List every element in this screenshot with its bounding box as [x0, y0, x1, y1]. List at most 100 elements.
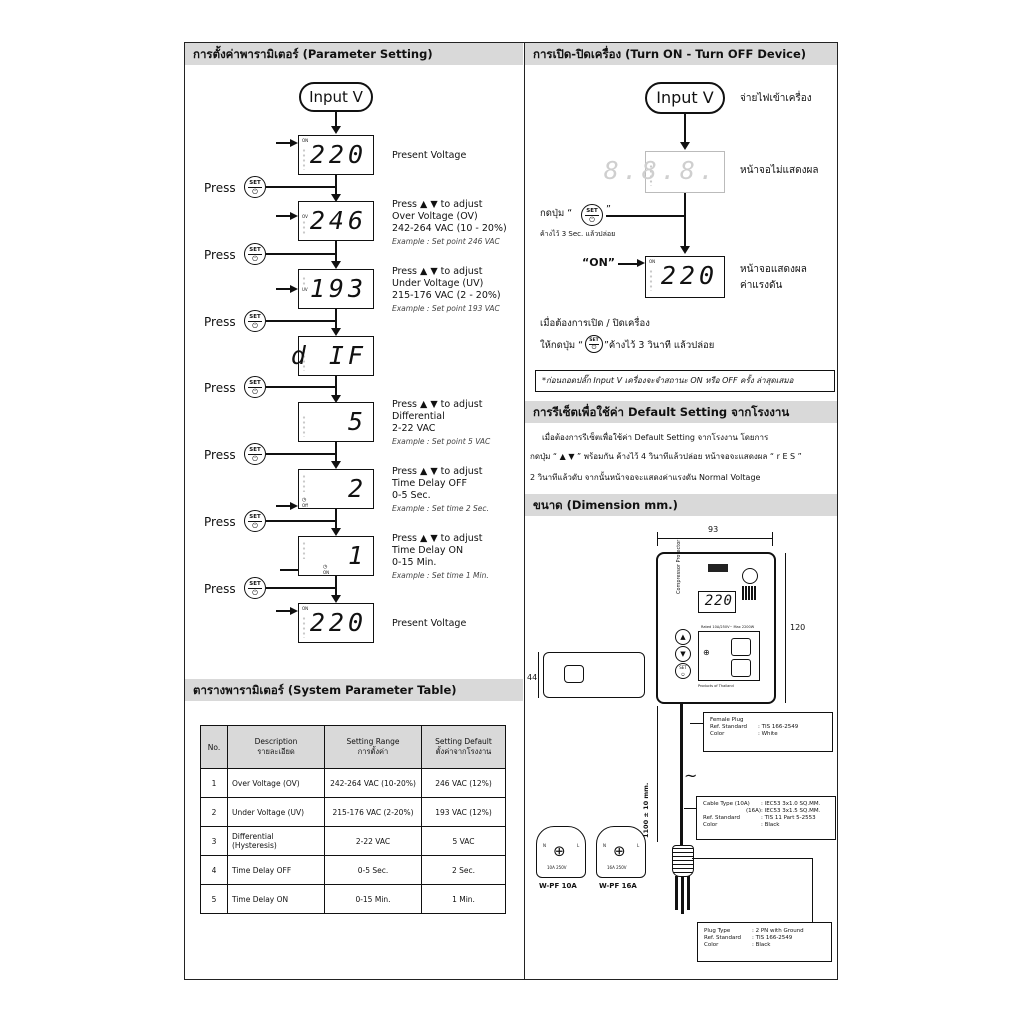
show-text-2: ค่าแรงดัน	[740, 280, 783, 291]
onoff-input-v-label: Input V	[645, 82, 725, 114]
pointer-line	[276, 610, 290, 612]
device-side-view	[543, 652, 645, 698]
table-header: No.	[200, 725, 228, 769]
device-body: Compressor Protector 220 ▲ ▼ SET⏻ Rated …	[656, 540, 776, 704]
indicator-dots	[302, 415, 306, 437]
indicator-dots	[649, 164, 653, 186]
indicator-dots	[302, 541, 306, 559]
off-tag: Off	[302, 503, 308, 508]
up-button-icon: ▲	[675, 629, 691, 645]
indicator-dots	[302, 220, 306, 236]
uv-tag: UV	[302, 287, 308, 292]
product-of: Products of Thailand	[698, 684, 734, 688]
press-label: Press	[204, 315, 236, 329]
certification-logo	[742, 568, 758, 584]
pointer-line	[618, 263, 638, 265]
display-step-7: ◷ ON 1	[298, 536, 374, 576]
device-name-vertical: Compressor Protector	[676, 539, 682, 594]
flow-arrow	[331, 461, 341, 469]
display-value: 220	[309, 608, 367, 637]
step-5-example: Example : Set point 5 VAC	[392, 437, 491, 446]
show-text-1: หน้าจอแสดงผล	[740, 264, 807, 275]
plug-callout: Plug Type: 2 PN with Ground Ref. Standar…	[697, 922, 832, 962]
when-text: เมื่อต้องการเปิด / ปิดเครื่อง	[540, 318, 650, 329]
callout-line	[684, 808, 696, 809]
display-value: 246	[309, 206, 367, 235]
flow-arrow	[331, 595, 341, 603]
cable-break-symbol: ~	[684, 766, 698, 785]
set-button-icon: SET⏻	[244, 176, 266, 198]
supply-text: จ่ายไฟเข้าเครื่อง	[740, 93, 812, 104]
step-2-line1: Press ▲ ▼ to adjust	[392, 199, 483, 210]
dim-tick	[772, 532, 773, 546]
press-line	[266, 186, 336, 188]
flow-line	[684, 114, 686, 144]
power-cable	[680, 704, 683, 846]
cable-callout: Cable Type (10A): IEC53 3x1.0 SQ.MM. (16…	[696, 796, 836, 840]
display-step-1: ON 220	[298, 135, 374, 175]
blank-display: 8.8.8.	[604, 151, 725, 193]
display-step-5: 5	[298, 402, 374, 442]
manual-sheet	[184, 42, 838, 980]
step-7-line2: Time Delay ON	[392, 545, 464, 556]
indicator-dots	[302, 276, 306, 286]
indicator-dots	[649, 269, 653, 291]
pointer-arrow	[637, 259, 645, 267]
step-3-example: Example : Set point 193 VAC	[392, 304, 500, 313]
display-value: 220	[309, 140, 367, 169]
side-outlet	[564, 665, 584, 683]
pointer-line	[276, 142, 290, 144]
qr-code	[742, 586, 756, 600]
set-button-icon: SET⏻	[244, 510, 266, 532]
step-7-example: Example : Set time 1 Min.	[392, 571, 489, 580]
socket-panel: Rated 10A/250V~ Max 2200W ⊕	[698, 625, 760, 681]
wpf-10a-rating: 10A 250V	[547, 865, 567, 870]
step-6-line3: 0-5 Sec.	[392, 490, 431, 501]
device-display-value: 220	[704, 593, 733, 609]
ground-icon: ⊕	[613, 842, 626, 860]
flow-line	[684, 193, 686, 248]
callout-line	[812, 858, 813, 922]
width-dim-line	[657, 538, 773, 539]
press-label: Press	[204, 181, 236, 195]
plug-pin	[687, 876, 690, 910]
step-5-line2: Differential	[392, 411, 445, 422]
flow-arrow	[331, 194, 341, 202]
dimension-section-title: ขนาด (Dimension mm.)	[525, 494, 837, 516]
device-display: 220	[698, 591, 736, 613]
pointer-arrow	[290, 285, 298, 293]
step-6-example: Example : Set time 2 Sec.	[392, 504, 489, 513]
flow-line	[335, 241, 337, 264]
press-label: Press	[204, 448, 236, 462]
hold-text: ค้างไว้ 3 Sec. แล้วปล่อย	[540, 230, 616, 238]
display-step-2: OV 246	[298, 201, 374, 241]
flow-arrow	[331, 328, 341, 336]
ground-icon: ⊕	[553, 842, 566, 860]
memory-note-box: *ก่อนถอดปลั๊ก Input V เครื่องจะจำสถานะ O…	[535, 370, 835, 392]
step-6-line2: Time Delay OFF	[392, 478, 467, 489]
clock-icon: ◷	[302, 497, 307, 503]
reset-section-title: การรีเซ็ตเพื่อใช้ค่า Default Setting จาก…	[525, 401, 837, 423]
press-label: Press	[204, 381, 236, 395]
press-line	[266, 253, 336, 255]
press2-prefix: ให้กดปุ่ม “	[540, 340, 584, 351]
display-value: 220	[660, 261, 718, 290]
indicator-dots	[302, 616, 306, 638]
plug-pin	[675, 876, 678, 910]
ground-icon: ⊕	[703, 648, 710, 657]
step-3-line1: Press ▲ ▼ to adjust	[392, 266, 483, 277]
press-label: Press	[204, 248, 236, 262]
set-button-icon: SET⏻	[244, 577, 266, 599]
flow-arrow	[331, 261, 341, 269]
display-step-4: d IF	[291, 336, 374, 376]
press-line	[266, 453, 336, 455]
no-display-text: หน้าจอไม่แสดงผล	[740, 165, 819, 176]
brand-logo	[708, 564, 728, 572]
table-section-title: ตารางพารามิเตอร์ (System Parameter Table…	[185, 679, 523, 701]
step-2-line2: Over Voltage (OV)	[392, 211, 478, 222]
pointer-arrow	[290, 212, 298, 220]
